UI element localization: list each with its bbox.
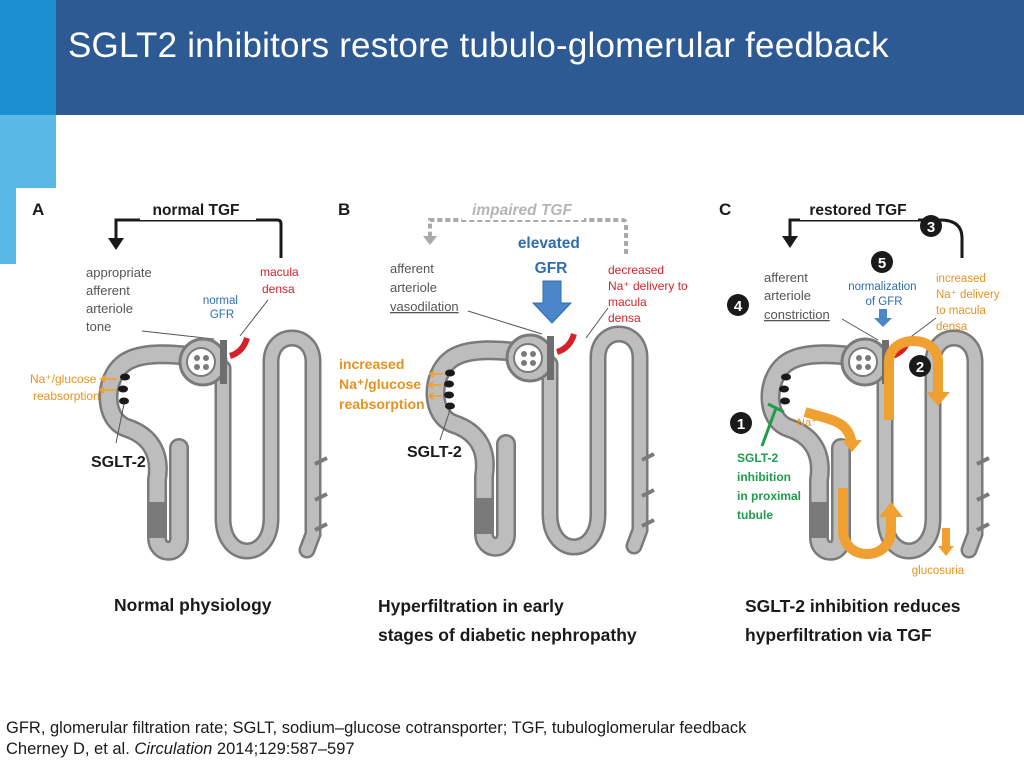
panel-letter-a: A	[32, 200, 44, 219]
normal-gfr-label: normal GFR	[203, 295, 241, 321]
arrowhead-icon	[423, 236, 437, 245]
caption-c: SGLT-2 inhibition reduces hyperfiltratio…	[745, 596, 965, 645]
inhibition-line	[760, 407, 778, 447]
reabsorption-arrow-icon	[99, 375, 117, 383]
nephron-b	[435, 334, 654, 547]
transporter-icon	[780, 397, 790, 405]
title-bar	[0, 0, 1024, 115]
flow-arrow-icon	[938, 546, 954, 556]
transporter-icon	[445, 369, 455, 377]
accent-block-light	[0, 115, 56, 188]
transporter-icon	[781, 373, 791, 381]
reabsorption-arrow-icon	[427, 392, 442, 400]
panel-c: C restored TGF 3 5 normalization of GFR …	[719, 200, 1003, 645]
transporter-icon	[444, 380, 454, 388]
increased-reabsorption-label: increased Na⁺/glucose reabsorption	[339, 356, 425, 412]
caption-b: Hyperfiltration in early stages of diabe…	[378, 596, 637, 645]
nephron-c	[770, 338, 989, 551]
inhibition-bar-icon	[767, 402, 785, 414]
step-3-number: 3	[927, 219, 935, 236]
arrowhead-icon	[108, 238, 124, 250]
panel-letter-b: B	[338, 200, 350, 219]
transporter-icon	[444, 391, 454, 399]
panel-a: A normal TGF appropriate afferent arteri…	[30, 200, 327, 615]
step-5-number: 5	[878, 255, 886, 272]
normal-tgf-label: normal TGF	[153, 202, 240, 219]
loop-flow	[838, 488, 896, 559]
caption-a: Normal physiology	[114, 595, 272, 615]
abbreviations-footnote: GFR, glomerular filtration rate; SGLT, s…	[6, 719, 747, 737]
transporter-icon	[118, 385, 128, 393]
panel-b: B impaired TGF elevated GFR afferent art…	[338, 200, 691, 645]
step-4-number: 4	[734, 298, 743, 315]
reabsorption-arrow-icon	[428, 370, 443, 378]
impaired-tgf-label: impaired TGF	[472, 202, 572, 219]
reabsorption-arrow-icon	[427, 381, 442, 389]
transporter-icon	[119, 397, 129, 405]
pointer-line	[239, 299, 269, 337]
citation: Cherney D, et al. Circulation 2014;129:5…	[6, 740, 355, 758]
flow-arrow-icon	[842, 440, 862, 452]
pointer-line	[115, 403, 125, 444]
accent-strip	[0, 188, 16, 264]
transporter-icon	[779, 385, 789, 393]
label-bg	[800, 200, 918, 220]
impaired-tgf-arrow	[428, 218, 628, 254]
reabsorption-arrow-icon	[98, 386, 116, 394]
macula-densa-label: macula densa	[260, 265, 302, 296]
pointer-line	[585, 307, 609, 339]
tgf-arrow-a	[114, 218, 283, 258]
step-3-badge	[920, 215, 942, 237]
sodium-flow	[803, 407, 857, 447]
flow-arrow-icon	[879, 502, 903, 517]
decreased-delivery-label: decreased Na⁺ delivery to macula densa	[608, 263, 691, 325]
accent-block-dark	[0, 0, 56, 115]
elevated-gfr-arrow-icon	[531, 280, 573, 324]
arteriole-tone-label: appropriate afferent arteriole tone	[86, 265, 155, 334]
gfr-down-arrow-icon	[874, 309, 892, 327]
normalization-label: normalization of GFR	[848, 281, 920, 308]
reabsorption-label: Na⁺/glucose reabsorption	[30, 372, 100, 403]
step-4-badge	[727, 294, 749, 316]
inhibition-label: SGLT-2 inhibition in proximal tubule	[737, 451, 804, 522]
label-bg	[140, 200, 256, 220]
increased-delivery-label: increased Na⁺ delivery to macula densa	[936, 273, 1003, 333]
sodium-label: Na⁺	[797, 417, 817, 429]
step-1-number: 1	[737, 416, 745, 433]
pointer-line	[467, 310, 543, 335]
slide-title: SGLT2 inhibitors restore tubulo-glomerul…	[68, 26, 889, 65]
arrowhead-icon	[782, 236, 798, 248]
distal-flow	[884, 336, 943, 420]
transporter-icon	[120, 373, 130, 381]
pointer-line	[841, 318, 879, 341]
label-bg	[462, 200, 584, 220]
step-1-badge	[730, 412, 752, 434]
constriction-label: afferent arteriole constriction	[764, 270, 830, 322]
sglt2-label: SGLT-2	[91, 454, 146, 471]
step-2-badge	[909, 355, 931, 377]
restored-tgf-label: restored TGF	[809, 202, 906, 219]
panel-letter-c: C	[719, 200, 731, 219]
nephron-a	[108, 338, 327, 551]
step-2-number: 2	[916, 359, 924, 376]
elevated-gfr-label: elevated GFR	[518, 235, 584, 277]
glucosuria-label: glucosuria	[912, 565, 965, 577]
flow-arrow-icon	[926, 392, 950, 406]
pointer-line	[439, 409, 451, 441]
sglt2-label-b: SGLT-2	[407, 444, 462, 461]
step-5-badge	[871, 251, 893, 273]
transporter-icon	[445, 402, 455, 410]
vasodilation-label: afferent arteriole vasodilation	[390, 261, 459, 314]
